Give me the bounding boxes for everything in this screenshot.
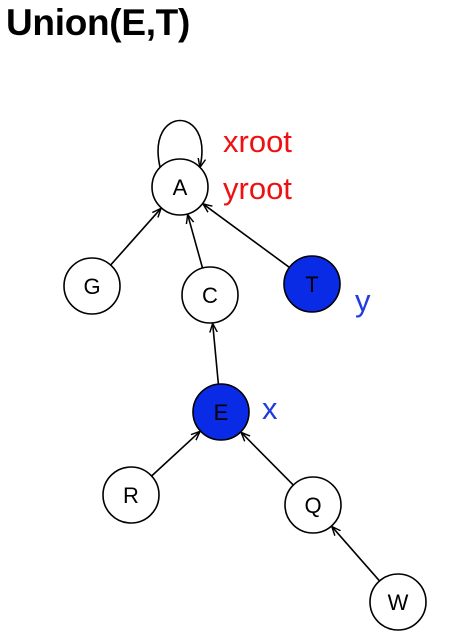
node-r: R bbox=[102, 466, 160, 524]
node-circle-w bbox=[369, 573, 427, 631]
node-circle-q bbox=[284, 476, 342, 534]
edge-r-to-e bbox=[151, 432, 200, 477]
node-c: C bbox=[181, 266, 239, 324]
page-title: Union(E,T) bbox=[6, 2, 191, 43]
node-circle-a bbox=[151, 158, 209, 216]
x-annotation: x bbox=[262, 391, 278, 426]
node-t: T bbox=[283, 255, 341, 313]
nodes-layer: A G C T E R Q W bbox=[63, 158, 427, 631]
node-label-t: T bbox=[305, 272, 318, 297]
node-q: Q bbox=[284, 476, 342, 534]
node-circle-t bbox=[283, 255, 341, 313]
node-label-q: Q bbox=[304, 493, 321, 518]
node-g: G bbox=[63, 257, 121, 315]
xroot-annotation: xroot bbox=[223, 124, 292, 159]
node-e: E bbox=[192, 383, 250, 441]
node-label-g: G bbox=[83, 274, 100, 299]
y-annotation: y bbox=[355, 283, 371, 318]
edge-e-to-c bbox=[213, 324, 220, 385]
node-circle-g bbox=[63, 257, 121, 315]
edge-c-to-a bbox=[188, 215, 204, 269]
edge-g-to-a bbox=[110, 209, 161, 266]
edge-q-to-e bbox=[241, 433, 294, 486]
self-loop-edge-a bbox=[157, 119, 202, 168]
node-circle-c bbox=[181, 266, 239, 324]
node-label-w: W bbox=[388, 590, 409, 615]
edge-t-to-a bbox=[203, 204, 290, 269]
node-circle-e bbox=[192, 383, 250, 441]
node-w: W bbox=[369, 573, 427, 631]
edges-layer bbox=[110, 119, 381, 582]
node-label-r: R bbox=[123, 483, 139, 508]
node-label-e: E bbox=[214, 400, 229, 425]
node-a: A bbox=[151, 158, 209, 216]
node-circle-r bbox=[102, 466, 160, 524]
node-label-c: C bbox=[202, 283, 218, 308]
yroot-annotation: yroot bbox=[223, 171, 292, 206]
node-label-a: A bbox=[173, 175, 188, 200]
edge-w-to-q bbox=[332, 527, 381, 582]
